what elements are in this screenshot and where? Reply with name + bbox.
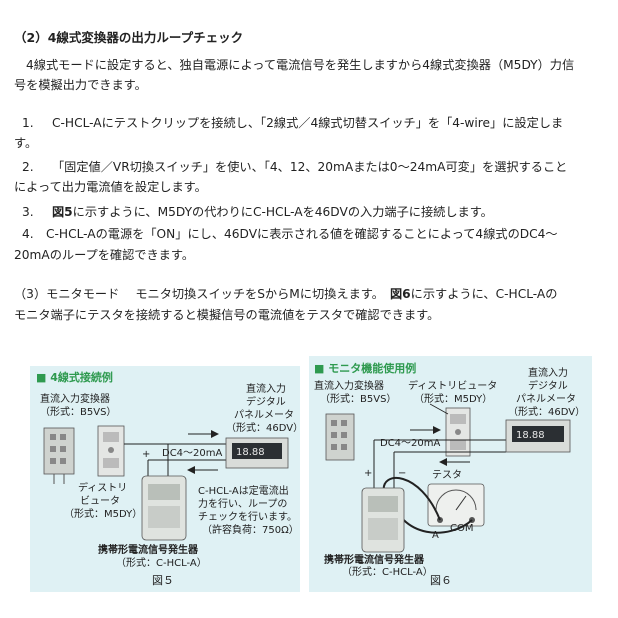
section3-text-post: に示すように、C-HCL-Aの [410, 287, 558, 301]
figure-5-distributor-label-1: ディストリ [78, 481, 127, 494]
section3-line-1: （3）モニタモード モニタ切換スイッチをSからMに切換えます。 図6に示すように… [14, 286, 557, 302]
figure-6-current-label: DC4～20mA [380, 438, 441, 449]
figure-5-converter-label-1: 直流入力変換器 [40, 392, 110, 405]
figure-5-generator-label-2: （形式：C-HCL-A） [116, 556, 207, 569]
figure-6-minus: − [398, 468, 406, 479]
figure-5-caption: 図５ [152, 574, 174, 587]
step-2-line-1: 「固定値／VR切換スイッチ」を使い、「4、12、20mAまたは0～24mA可変」… [52, 160, 568, 174]
figure-5-meter-display: 18.88 [236, 447, 265, 458]
intro-line-2: 号を模擬出力できます。 [14, 78, 147, 92]
b5vs-converter-device [43, 427, 75, 484]
figure-6-meter-label-4: （形式：46DV） [508, 405, 585, 418]
figure-6-distributor-label-1: ディストリビュータ [408, 379, 497, 392]
m5dy-distributor-device [97, 425, 125, 477]
step-4-line-2: 20mAのループを確認できます。 [14, 248, 195, 262]
figure-5-plus: + [142, 449, 150, 460]
figure-6-46dv-device: 18.88 [505, 419, 571, 453]
section3-text-pre: （3）モニタモード モニタ切換スイッチをSからMに切換えます。 [14, 287, 390, 301]
figure-6-distributor-label-2: （形式：M5DY） [414, 392, 492, 405]
figure-6-meter-label-1: 直流入力 [528, 366, 568, 379]
step-3-line: 図5に示すように、M5DYの代わりにC-HCL-Aを46DVの入力端子に接続しま… [52, 204, 493, 220]
figure-6-generator-label-1: 携帯形電流信号発生器 [324, 553, 425, 566]
figure-6-terminal-com: COM [450, 523, 473, 534]
figure-6-c-hcl-a-device [361, 487, 405, 553]
figure-6-title: ■ モニタ機能使用例 [314, 361, 416, 375]
figure-5-distributor-label-2: ビュータ [80, 495, 120, 507]
intro-line-1: 4線式モードに設定すると、独自電源によって電流信号を発生しますから4線式変換器（… [26, 58, 575, 72]
figure-5-meter-label-1: 直流入力 [246, 382, 286, 395]
figure-5: ■ 4線式接続例 直流入力変換器 （形式：B5VS） ディストリ ビュータ （形… [30, 366, 303, 592]
step-3-figure-ref: 図5 [52, 205, 73, 219]
figure-6-terminal-a: A [432, 530, 439, 541]
figure-5-distributor-label-3: （形式：M5DY） [64, 507, 142, 520]
figure-6-meter-display: 18.88 [516, 430, 545, 441]
figure-5-meter-label-3: パネルメータ [234, 409, 294, 421]
figure-6-plus: + [364, 468, 372, 479]
figure-5-note-2: 力を行い、ループの [198, 497, 287, 510]
figure-6: ■ モニタ機能使用例 直流入力変換器 （形式：B5VS） ディストリビュータ （… [309, 356, 592, 592]
figure-6-tester-label: テスタ [432, 469, 462, 481]
step-4-line-1: C-HCL-Aの電源を「ON」にし、46DVに表示される値を確認することによって… [46, 227, 558, 241]
section3-line-2: モニタ端子にテスタを接続すると模擬信号の電流値をテスタで確認できます。 [14, 308, 440, 322]
step-3-text: に示すように、M5DYの代わりにC-HCL-Aを46DVの入力端子に接続します。 [72, 205, 493, 219]
figure-6-converter-label-1: 直流入力変換器 [314, 379, 384, 392]
figure-5-generator-label-1: 携帯形電流信号発生器 [98, 543, 199, 556]
figure-6-m5dy-device [445, 407, 471, 457]
figure-5-title: ■ 4線式接続例 [36, 370, 113, 384]
figure-5-meter-label-2: デジタル [246, 395, 286, 408]
figure-5-converter-label-2: （形式：B5VS） [40, 405, 116, 418]
figure-6-generator-label-2: （形式：C-HCL-A） [342, 565, 433, 578]
step-1-line-2: す。 [14, 136, 38, 150]
figure-5-note-3: チェックを行います。 [198, 510, 297, 523]
c-hcl-a-generator-device [141, 475, 187, 541]
step-1-line-1: C-HCL-Aにテストクリップを接続し、「2線式／4線式切替スイッチ」を「4-w… [52, 116, 564, 130]
section3-figure-ref: 図6 [390, 287, 411, 301]
figure-6-b5vs-device [325, 413, 355, 461]
figure-6-caption: 図６ [430, 574, 452, 587]
section2-heading: （2）4線式変換器の出力ループチェック [14, 30, 244, 45]
step-1-number: 1. [22, 116, 34, 130]
46dv-panel-meter-device: 18.88 [225, 437, 289, 469]
figure-6-meter-label-3: パネルメータ [516, 393, 576, 405]
tester-device [427, 483, 485, 527]
figure-6-meter-label-2: デジタル [528, 379, 568, 392]
figure-5-current-label: DC4～20mA [162, 448, 223, 459]
figure-5-meter-label-4: （形式：46DV） [226, 421, 303, 434]
step-2-line-2: によって出力電流値を設定します。 [14, 180, 207, 194]
figure-6-panel [309, 356, 592, 592]
figure-5-note-1: C-HCL-Aは定電流出 [198, 484, 289, 497]
figure-6-probe-lead-a [382, 477, 441, 521]
step-3-number: 3. [22, 205, 34, 219]
step-4-number: 4. [22, 227, 34, 241]
figure-5-note-4: （許容負荷：750Ω） [202, 523, 299, 536]
step-2-number: 2. [22, 160, 34, 174]
figure-6-converter-label-2: （形式：B5VS） [320, 392, 396, 405]
